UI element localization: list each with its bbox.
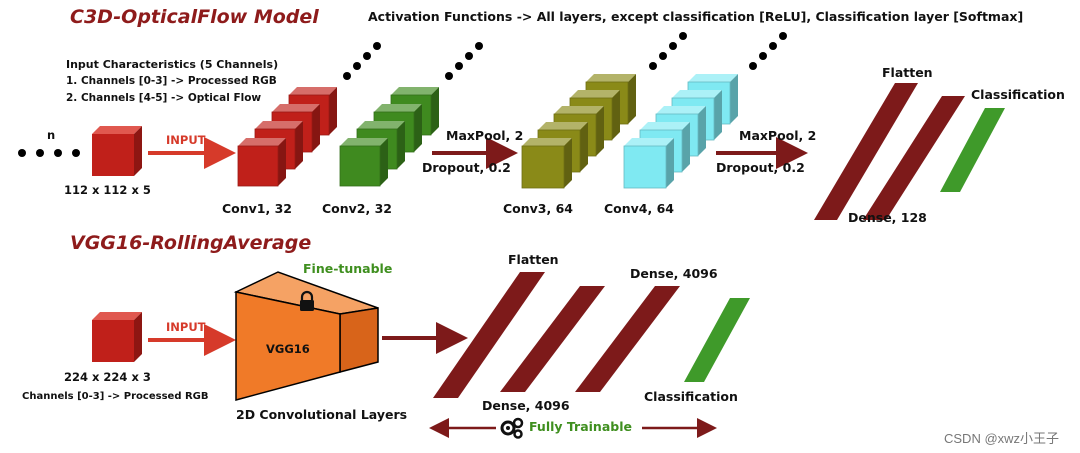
- vgg-title: VGG16-RollingAverage: [70, 232, 312, 254]
- input-characteristics-line2: 2. Channels [4-5] -> Optical Flow: [66, 92, 262, 104]
- conv3-stack-cube-1: [521, 138, 572, 189]
- flatten-bar: [814, 83, 918, 220]
- vgg-dense-bottom-label: Dense, 4096: [482, 398, 570, 413]
- conv3-label: Conv3, 64: [503, 201, 574, 216]
- conv2-depth-dot-4: [475, 42, 483, 50]
- vgg-flatten-bar: [433, 272, 545, 398]
- c3d-title: C3D-OpticalFlow Model: [70, 6, 319, 28]
- fine-tunable-label: Fine-tunable: [303, 261, 393, 276]
- dense-128-bar: [863, 96, 965, 220]
- c3d-input-cube: [92, 126, 142, 176]
- conv1-label: Conv1, 32: [222, 201, 293, 216]
- vgg-classification-label: Classification: [644, 389, 738, 404]
- activation-note: Activation Functions -> All layers, exce…: [368, 9, 1024, 24]
- conv1-depth-dot-3: [363, 52, 371, 60]
- conv1-depth-dot-2: [353, 62, 361, 70]
- leading-dots: [18, 149, 80, 157]
- maxpool-1-label: MaxPool, 2: [446, 128, 524, 143]
- conv4-depth-dot-2: [759, 52, 767, 60]
- c3d-input-label: INPUT: [166, 133, 206, 147]
- conv4-depth-dot-1: [749, 62, 757, 70]
- vgg-input-cube: [92, 312, 142, 362]
- c3d-classification-label: Classification: [971, 87, 1065, 102]
- dropout-1-label: Dropout, 0.2: [422, 160, 511, 175]
- input-characteristics-line1: 1. Channels [0-3] -> Processed RGB: [66, 75, 277, 87]
- conv1-depth-dot-4: [373, 42, 381, 50]
- conv2-depth-dot-2: [455, 62, 463, 70]
- vgg-channels-note: Channels [0-3] -> Processed RGB: [22, 391, 209, 402]
- conv-layers-label: 2D Convolutional Layers: [236, 407, 408, 422]
- c3d-classification-bar: [940, 108, 1005, 192]
- conv2-label: Conv2, 32: [322, 201, 393, 216]
- watermark: CSDN @xwz小王子: [944, 431, 1060, 446]
- conv4-depth-dot-4: [779, 32, 787, 40]
- c3d-input-size: 112 x 112 x 5: [64, 183, 151, 197]
- gears-icon: [500, 417, 524, 439]
- conv3-depth-dot-2: [659, 52, 667, 60]
- conv2-stack-cube-1: [339, 138, 388, 187]
- vgg-dense-bar-1: [500, 286, 605, 392]
- conv4-label: Conv4, 64: [604, 201, 675, 216]
- conv1-depth-dot-1: [343, 72, 351, 80]
- fully-trainable-label: Fully Trainable: [529, 419, 632, 434]
- n-label: n: [47, 128, 56, 142]
- conv1-stack-cube-1: [237, 138, 286, 187]
- vgg-classification-bar: [684, 298, 750, 382]
- vgg-flatten-label: Flatten: [508, 252, 559, 267]
- dropout-2-label: Dropout, 0.2: [716, 160, 805, 175]
- conv3-depth-dot-4: [679, 32, 687, 40]
- lock-icon: [300, 290, 314, 311]
- conv3-depth-dot-3: [669, 42, 677, 50]
- conv2-depth-dot-1: [445, 72, 453, 80]
- vgg-dense-bar-2: [575, 286, 680, 392]
- vgg16-block-label: VGG16: [266, 342, 310, 356]
- c3d-dense-label: Dense, 128: [848, 210, 927, 225]
- conv4-depth-dot-3: [769, 42, 777, 50]
- c3d-flatten-label: Flatten: [882, 65, 933, 80]
- vgg-input-label: INPUT: [166, 320, 206, 334]
- vgg-input-size: 224 x 224 x 3: [64, 370, 151, 384]
- conv3-depth-dot-1: [649, 62, 657, 70]
- maxpool-2-label: MaxPool, 2: [739, 128, 817, 143]
- input-characteristics-heading: Input Characteristics (5 Channels): [66, 58, 279, 71]
- vgg-dense-top-label: Dense, 4096: [630, 266, 718, 281]
- conv2-depth-dot-3: [465, 52, 473, 60]
- conv4-stack-cube-1: [623, 138, 674, 189]
